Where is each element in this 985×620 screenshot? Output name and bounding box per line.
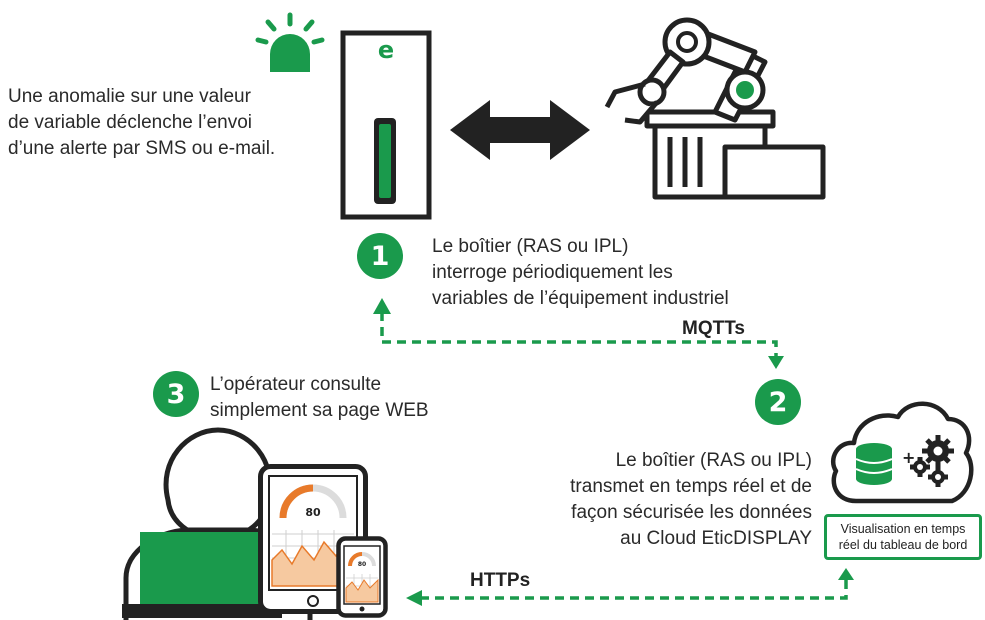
http-flow-arrow (406, 568, 854, 606)
http-label: HTTPs (470, 570, 531, 591)
smartphone-icon: 80 (336, 536, 388, 618)
svg-text:80: 80 (305, 506, 321, 519)
cloud-database-icon: + (830, 401, 974, 504)
svg-text:80: 80 (358, 561, 366, 568)
cloud-caption: Visualisation en temps réel du tableau d… (824, 514, 982, 560)
step-1-badge: 1 (357, 233, 403, 279)
svg-text:1: 1 (371, 241, 390, 272)
step-1-description: Le boîtier (RAS ou IPL) interroge périod… (432, 236, 729, 309)
device-box (340, 30, 432, 220)
svg-text:+: + (902, 448, 915, 467)
step-3-description: L’opérateur consulte simplement sa page … (210, 374, 429, 421)
step-3-badge: 3 (153, 371, 199, 417)
svg-text:3: 3 (167, 379, 186, 410)
svg-text:2: 2 (769, 387, 788, 418)
alert-description: Une anomalie sur une valeur de variable … (8, 86, 276, 159)
mqtt-flow-arrow (373, 298, 784, 369)
device-logo: e (377, 36, 395, 64)
alert-light-icon (255, 12, 325, 72)
robot-arm-icon (604, 17, 826, 200)
mqtt-label: MQTTs (682, 318, 745, 339)
step-2-description: Le boîtier (RAS ou IPL) transmet en temp… (570, 450, 812, 549)
step-2-badge: 2 (755, 379, 801, 425)
bidirectional-arrow-icon (450, 100, 590, 160)
